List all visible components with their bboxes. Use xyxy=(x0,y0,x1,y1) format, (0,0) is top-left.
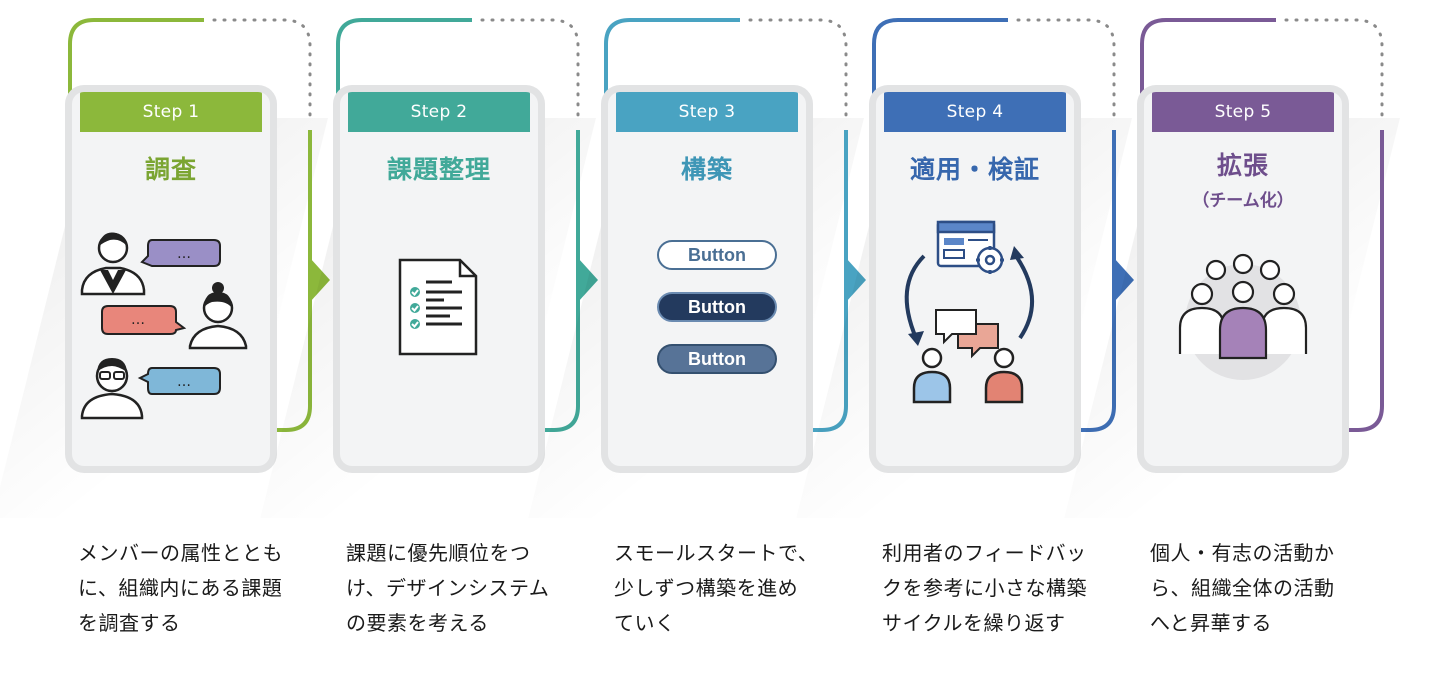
step-description: スモールスタートで、少しずつ構築を進めていく xyxy=(614,541,819,635)
sample-button-outline: Button xyxy=(657,240,777,270)
step-title: 課題整理 xyxy=(386,155,491,184)
step-card: Step 1 調査 … … xyxy=(72,92,270,466)
step-card: Step 4 適用・検証 xyxy=(876,92,1074,466)
svg-text:…: … xyxy=(177,374,191,390)
step-label: Step 4 xyxy=(884,92,1066,132)
woman-icon xyxy=(188,282,248,350)
browser-settings-icon xyxy=(936,220,1004,274)
step-label: Step 3 xyxy=(616,92,798,132)
sample-button-dark: Button xyxy=(657,292,777,322)
buttons-icon: Button Button Button xyxy=(608,232,806,382)
step-arrow-icon xyxy=(310,258,330,302)
step-arrow-icon xyxy=(846,258,866,302)
step-arrow-icon xyxy=(1114,258,1134,302)
step-card: Step 3 構築 Button Button Button xyxy=(608,92,806,466)
step-description: 個人・有志の活動から、組織全体の活動へと昇華する xyxy=(1150,541,1335,635)
step-card: Step 2 課題整理 xyxy=(340,92,538,466)
businessman-icon xyxy=(80,232,146,296)
sample-button-medium: Button xyxy=(657,344,777,374)
step-label: Step 1 xyxy=(80,92,262,132)
team-icon xyxy=(1178,253,1308,380)
user-blue-icon xyxy=(912,347,952,404)
step-arrow-icon xyxy=(578,258,598,302)
step-label: Step 2 xyxy=(348,92,530,132)
step-description: 利用者のフィードバックを参考に小さな構築サイクルを繰り返す xyxy=(882,541,1087,635)
step-frame xyxy=(872,18,1116,432)
glasses-man-icon xyxy=(80,358,144,420)
step-subtitle: （チーム化） xyxy=(1192,191,1294,211)
step-title: 適用・検証 xyxy=(909,155,1040,184)
speech-bubble-purple: … xyxy=(140,239,221,267)
step-title: 構築 xyxy=(680,155,733,184)
step-title: 拡張 xyxy=(1216,151,1269,180)
step-title: 調査 xyxy=(144,155,197,184)
step-description: 課題に優先順位をつけ、デザインシステムの要素を考える xyxy=(346,541,550,635)
step-3: Step 3 構築 Button Button Button スモールスタートで… xyxy=(528,0,866,682)
step-card: Step 5 拡張 （チーム化） xyxy=(1144,92,1342,466)
feedback-cycle-icon xyxy=(904,220,1034,404)
step-2: Step 2 課題整理 xyxy=(260,0,598,682)
svg-text:…: … xyxy=(177,246,191,262)
user-red-icon xyxy=(984,347,1024,404)
speech-bubble-red: … xyxy=(101,305,187,335)
step-1: Step 1 調査 … … xyxy=(0,0,330,682)
checklist-document-icon xyxy=(398,258,478,356)
step-5: Step 5 拡張 （チーム化） 個人 xyxy=(1064,0,1400,682)
svg-text:…: … xyxy=(131,312,145,328)
step-4: Step 4 適用・検証 xyxy=(796,0,1134,682)
speech-bubble-blue: … xyxy=(137,367,221,395)
interview-people-icon: … … xyxy=(80,232,248,420)
step-description: メンバーの属性とともに、組織内にある課題を調査する xyxy=(78,541,283,635)
step-label: Step 5 xyxy=(1152,92,1334,132)
